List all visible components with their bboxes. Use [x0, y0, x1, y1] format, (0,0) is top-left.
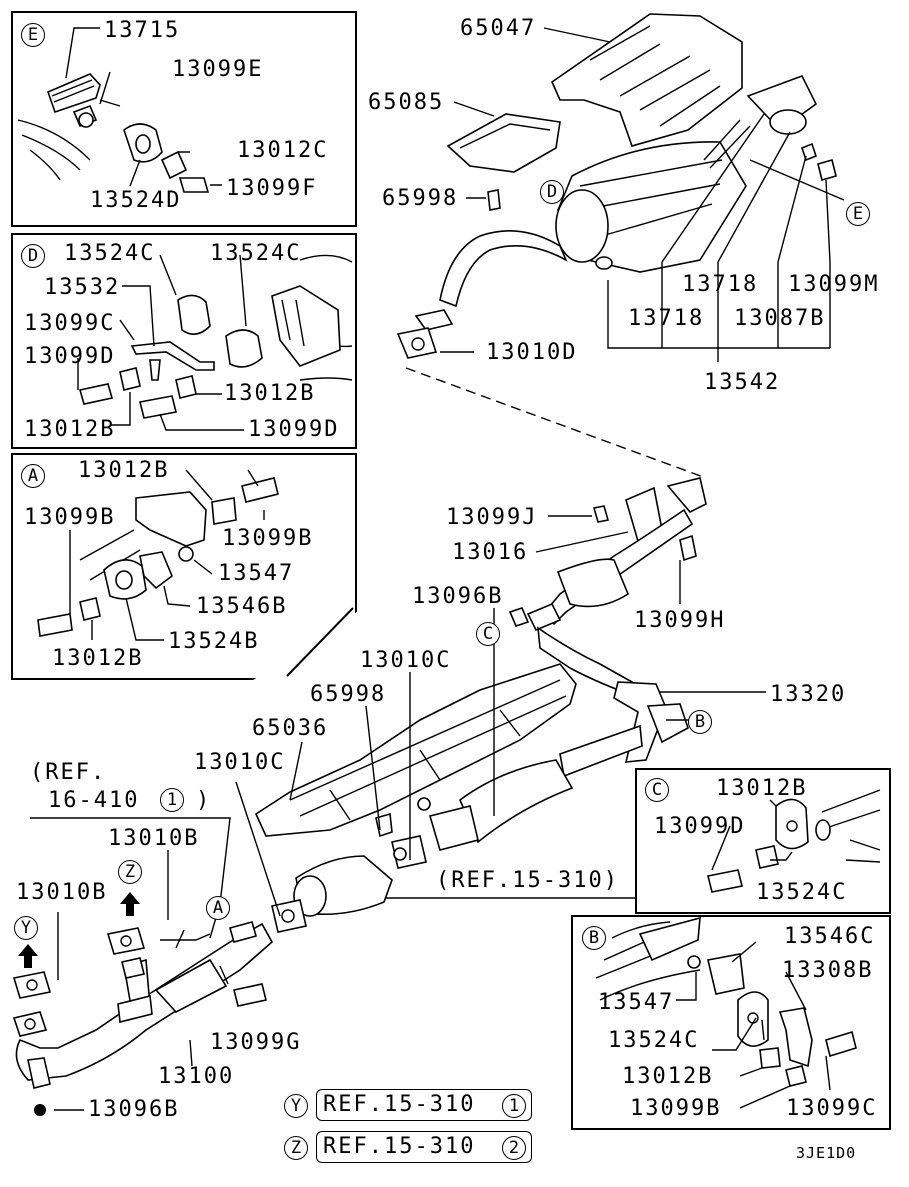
part-label-13099c-b: 13099C [786, 1096, 878, 1121]
part-label-13524c-right: 13524C [210, 241, 302, 266]
part-label-13547: 13547 [218, 561, 295, 586]
callout-a-main: A [206, 896, 230, 920]
part-label-13718-lower: 13718 [628, 306, 705, 331]
part-label-13096b-center: 13096B [412, 584, 504, 609]
part-label-13524d: 13524D [90, 188, 182, 213]
part-label-13099c: 13099C [24, 311, 116, 336]
ref-note-line1: (REF. [30, 760, 107, 785]
inset-b-drawing [595, 916, 857, 1109]
part-label-13099b-left: 13099B [24, 505, 116, 530]
part-label-13087b: 13087B [734, 306, 826, 331]
inset-e-box [11, 11, 357, 227]
legend-z-box: REF.15-310 [316, 1131, 532, 1163]
callout-b-main: B [688, 710, 712, 734]
part-label-13099d-bottom: 13099D [248, 417, 340, 442]
part-label-13012b-top: 13012B [78, 458, 170, 483]
inset-e-drawing [17, 27, 222, 193]
part-label-13524c-b: 13524C [608, 1028, 700, 1053]
part-label-13099h: 13099H [634, 608, 726, 633]
ref-note-line2: 16-410 [48, 788, 140, 813]
part-label-13524c-c: 13524C [756, 880, 848, 905]
part-label-13099j: 13099J [446, 505, 538, 530]
legend-y-key: Y [284, 1094, 308, 1118]
part-label-13546c: 13546C [784, 924, 876, 949]
part-label-13715: 13715 [104, 18, 181, 43]
part-label-13016: 13016 [452, 540, 529, 565]
inset-c-drawing [707, 789, 881, 893]
callout-d-main: D [540, 180, 564, 204]
inset-c-box [635, 768, 891, 914]
part-label-13099g: 13099G [210, 1030, 302, 1055]
callout-a-inset: A [21, 464, 45, 488]
inset-d-box [11, 233, 357, 449]
inset-a-box [11, 453, 357, 680]
part-label-13547-b: 13547 [598, 990, 675, 1015]
part-label-13524c-left: 13524C [64, 241, 156, 266]
part-label-13099b-b: 13099B [630, 1096, 722, 1121]
legend-y-number: 1 [502, 1094, 526, 1118]
legend-y-text: REF.15-310 [323, 1092, 476, 1117]
part-label-13096b-legend: 13096B [88, 1097, 180, 1122]
callout-e-inset: E [21, 23, 45, 47]
diagram-code: 3JE1D0 [796, 1144, 857, 1162]
ref-main-label: (REF.15-310) [436, 868, 619, 893]
part-label-13100: 13100 [158, 1064, 235, 1089]
part-label-65998-center: 65998 [310, 682, 387, 707]
part-label-13718-upper: 13718 [682, 272, 759, 297]
part-label-13012b-bottom-a: 13012B [52, 646, 144, 671]
legend-z-key: Z [284, 1136, 308, 1160]
part-label-13099m: 13099M [788, 272, 880, 297]
callout-e-main: E [846, 202, 870, 226]
inset-b-box [571, 915, 891, 1130]
part-label-13308b: 13308B [782, 958, 874, 983]
part-label-13320: 13320 [770, 682, 847, 707]
part-label-13010c-center: 13010C [360, 648, 452, 673]
part-label-13532: 13532 [44, 275, 121, 300]
callout-c-inset: C [645, 778, 669, 802]
part-label-13010b-y: 13010B [16, 880, 108, 905]
part-label-13012b-c: 13012B [716, 776, 808, 801]
part-label-13099d-top: 13099D [24, 344, 116, 369]
part-label-65998-top: 65998 [382, 186, 459, 211]
callout-b-inset: B [582, 926, 606, 950]
part-label-65047: 65047 [460, 16, 537, 41]
part-label-13012b-bottom: 13012B [24, 417, 116, 442]
inset-a-drawing [37, 469, 279, 641]
part-label-13099d-c: 13099D [654, 814, 746, 839]
callout-c-main: C [476, 622, 500, 646]
part-label-13012b-right: 13012B [224, 381, 316, 406]
part-label-13546b: 13546B [196, 594, 288, 619]
part-label-13099b-right: 13099B [222, 526, 314, 551]
part-label-13010c-left: 13010C [194, 750, 286, 775]
legend-z-text: REF.15-310 [323, 1134, 476, 1159]
legend-y-box: REF.15-310 [316, 1089, 532, 1121]
callout-z-main: Z [118, 860, 142, 884]
part-label-13524b: 13524B [168, 629, 260, 654]
legend-z-number: 2 [502, 1136, 526, 1160]
part-label-65036: 65036 [252, 716, 329, 741]
part-label-13099e: 13099E [172, 57, 264, 82]
part-label-13010b-z: 13010B [108, 826, 200, 851]
part-label-13099f: 13099F [226, 176, 318, 201]
ref-note-number: 1 [160, 788, 184, 812]
part-label-13012c: 13012C [237, 138, 329, 163]
ref-note-close: ) [196, 788, 212, 813]
inset-d-drawing [77, 254, 353, 431]
part-label-13012b-b: 13012B [622, 1064, 714, 1089]
part-label-13010d: 13010D [486, 340, 578, 365]
callout-d-inset: D [21, 244, 45, 268]
part-label-13542: 13542 [704, 370, 781, 395]
callout-y-main: Y [14, 916, 38, 940]
part-label-65085: 65085 [368, 90, 445, 115]
